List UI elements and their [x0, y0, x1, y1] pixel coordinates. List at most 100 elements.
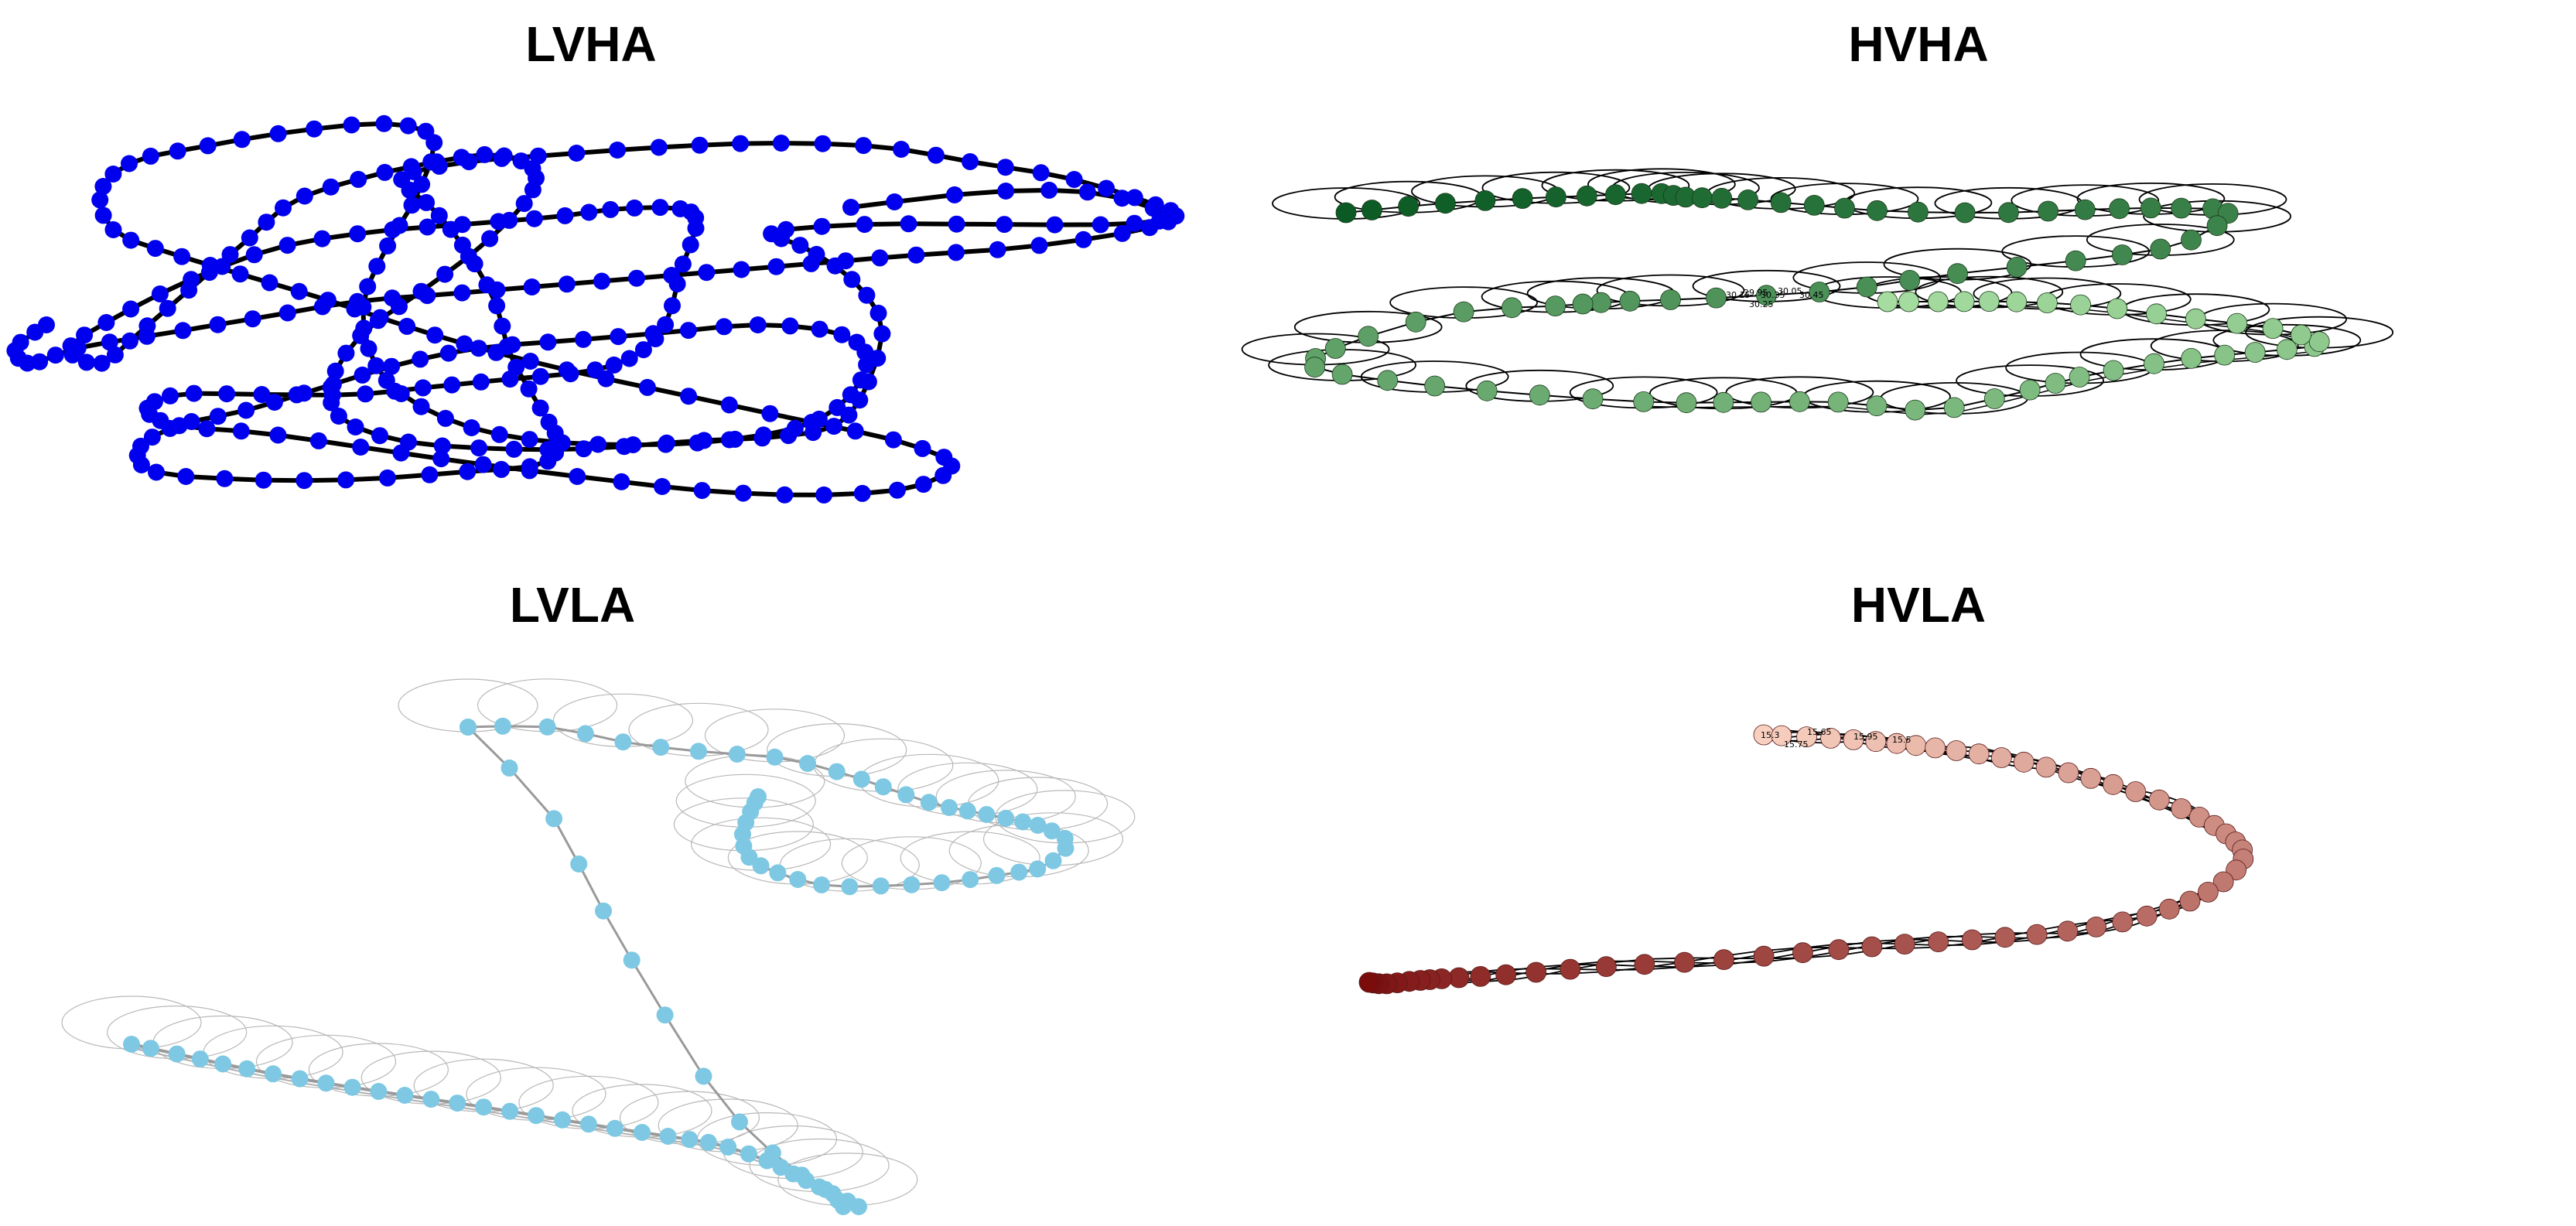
graph-node — [531, 367, 549, 385]
graph-node — [575, 440, 593, 458]
graph-node — [474, 456, 492, 473]
panel-title-lvha: LVHA — [525, 16, 657, 72]
graph-node — [1470, 965, 1491, 987]
graph-node — [1029, 817, 1047, 834]
graph-node — [91, 191, 109, 209]
graph-node — [367, 357, 385, 374]
graph-node — [515, 195, 533, 213]
graph-node — [94, 178, 112, 195]
graph-node — [493, 149, 511, 167]
graph-node — [769, 864, 787, 882]
graph-node — [556, 207, 574, 224]
graph-node — [852, 371, 869, 389]
graph-node — [893, 141, 910, 158]
graph-node — [2179, 890, 2201, 912]
graph-node — [1560, 958, 1581, 980]
graph-node — [2212, 871, 2234, 893]
graph-node — [460, 719, 477, 736]
graph-node — [781, 317, 799, 335]
graph-node — [886, 193, 904, 210]
graph-node — [789, 871, 807, 888]
graph-node — [1057, 839, 1074, 857]
graph-node — [719, 1139, 737, 1156]
graph-node — [507, 358, 525, 376]
graph-node — [1590, 292, 1612, 313]
graph-node — [848, 333, 866, 351]
graph-node — [352, 439, 370, 456]
graph-node — [1898, 291, 1919, 312]
graph-node — [871, 249, 889, 267]
graph-node — [432, 450, 450, 468]
graph-node — [2109, 198, 2130, 220]
graph-node — [664, 297, 681, 315]
graph-node — [426, 326, 444, 344]
graph-node — [520, 380, 538, 398]
graph-node — [858, 356, 876, 374]
graph-node — [1146, 196, 1164, 213]
graph-node — [846, 422, 864, 440]
graph-node — [433, 437, 451, 455]
graph-node — [1065, 171, 1083, 188]
graph-node — [538, 718, 556, 736]
graph-node — [688, 434, 706, 452]
node-label: 29.95 — [1744, 288, 1768, 298]
graph-node — [173, 248, 191, 265]
graph-node — [568, 145, 586, 162]
graph-node — [1046, 216, 1064, 234]
graph-node — [430, 207, 448, 224]
graph-node — [1953, 291, 1975, 312]
graph-node — [1861, 936, 1883, 958]
graph-node — [755, 426, 772, 444]
graph-node — [1434, 193, 1456, 214]
graph-node — [996, 159, 1014, 176]
graph-node — [539, 333, 557, 351]
graph-node — [833, 326, 851, 343]
graph-node — [343, 116, 360, 134]
graph-node — [2057, 920, 2079, 942]
graph-node — [1358, 972, 1380, 993]
graph-node — [209, 316, 227, 333]
node-label: 30.05 — [1778, 286, 1802, 296]
graph-node — [475, 1098, 493, 1116]
graph-node — [674, 255, 692, 273]
graph-node — [412, 350, 429, 368]
graph-node — [2037, 292, 2058, 313]
graph-node — [183, 271, 200, 289]
graph-node — [687, 220, 705, 237]
panel-title-hvha: HVHA — [1848, 16, 1989, 72]
graph-node — [852, 770, 870, 788]
graph-node — [1770, 192, 1792, 213]
graph-node — [463, 419, 480, 436]
graph-node — [2226, 312, 2248, 334]
graph-node — [850, 1198, 867, 1215]
graph-node — [466, 255, 483, 273]
graph-node — [1424, 375, 1446, 397]
graph-node — [1043, 822, 1061, 840]
graph-node — [1525, 961, 1547, 983]
graph-node — [593, 272, 610, 290]
graph-node — [1126, 214, 1143, 232]
graph-node — [442, 220, 460, 238]
graph-node — [122, 300, 140, 318]
graph-node — [1545, 186, 1566, 208]
graph-node — [2080, 767, 2102, 789]
graph-node — [449, 1095, 466, 1112]
graph-node — [1954, 202, 1976, 224]
graph-node — [2026, 924, 2048, 945]
graph-node — [948, 215, 965, 233]
graph-node — [174, 322, 192, 340]
graph-node — [529, 147, 547, 165]
graph-node — [1946, 740, 1967, 761]
graph-node — [597, 370, 615, 388]
graph-node — [634, 1124, 651, 1141]
graph-node — [1304, 357, 1325, 378]
graph-node — [309, 432, 327, 449]
graph-node — [123, 1036, 140, 1053]
graph-node — [168, 1045, 186, 1063]
graph-node — [1078, 183, 1096, 201]
node-label: 15.95 — [1853, 732, 1878, 742]
graph-node — [501, 1102, 519, 1120]
graph-node — [146, 240, 164, 258]
graph-node — [216, 470, 234, 487]
graph-node — [695, 1067, 712, 1085]
